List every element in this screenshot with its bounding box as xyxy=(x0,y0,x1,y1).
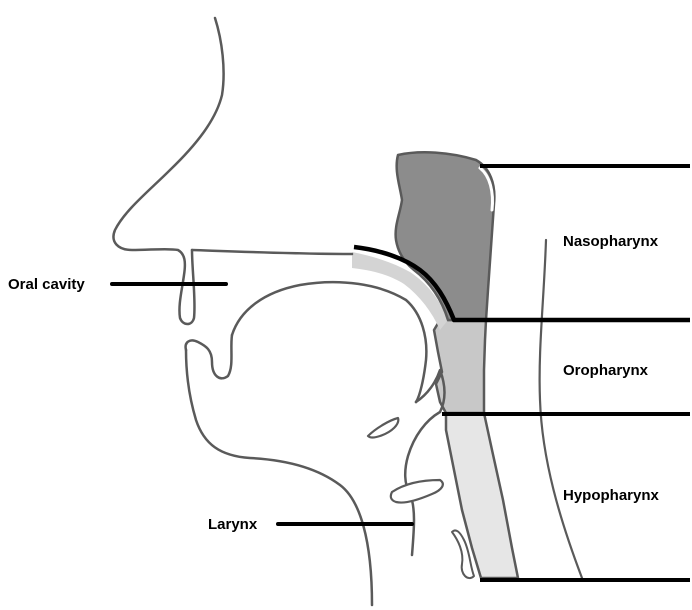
lower-lip-chin-outline xyxy=(186,335,232,378)
oropharynx-region xyxy=(434,320,486,413)
tongue-outline xyxy=(232,282,426,402)
face-profile-outline xyxy=(114,18,224,324)
larynx-label: Larynx xyxy=(208,516,258,533)
hyoid-bone xyxy=(368,418,398,438)
hard-palate-outline xyxy=(192,250,352,254)
oropharynx-label: Oropharynx xyxy=(563,362,649,379)
chin-neck-outline xyxy=(186,350,372,605)
vocal-fold xyxy=(391,480,443,503)
nasopharynx-label: Nasopharynx xyxy=(563,233,659,250)
oral-cavity-label: Oral cavity xyxy=(8,276,85,293)
hypopharynx-label: Hypopharynx xyxy=(563,487,660,504)
nasopharynx-region xyxy=(396,152,495,320)
hypopharynx-region xyxy=(446,413,518,578)
spine-outline xyxy=(540,240,582,578)
